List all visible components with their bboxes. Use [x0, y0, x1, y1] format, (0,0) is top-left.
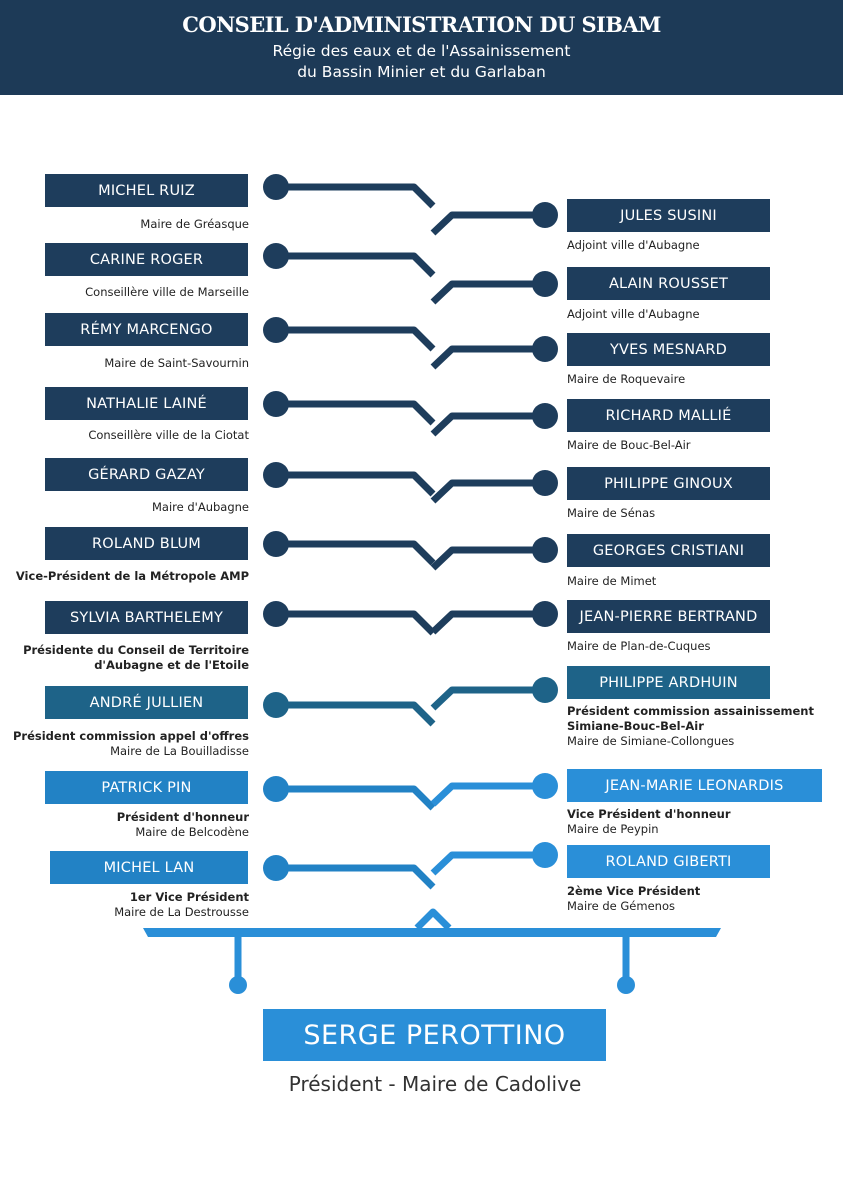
member-name-box: MICHEL LAN — [50, 851, 248, 884]
branch-connector — [430, 610, 545, 635]
branch-connector — [276, 701, 436, 727]
member-name-box: JEAN-MARIE LEONARDIS — [567, 769, 822, 802]
member-name-box: ROLAND BLUM — [45, 527, 248, 560]
base-bar — [143, 928, 721, 937]
branch-node — [532, 773, 558, 799]
branch-node — [532, 202, 558, 228]
branch-connector — [430, 546, 545, 571]
member-role: Vice Président d'honneur Maire de Peypin — [567, 807, 731, 836]
member-name-box: GEORGES CRISTIANI — [567, 534, 770, 567]
member-role: Maire de Sénas — [567, 506, 656, 520]
branch-connector — [276, 540, 436, 566]
branch-connector — [276, 610, 436, 636]
branch-connector — [430, 280, 545, 305]
branch-node — [532, 601, 558, 627]
member-name-box: ROLAND GIBERTI — [567, 845, 770, 878]
member-role: Maire de Saint-Savournin — [104, 356, 249, 370]
branch-node — [532, 271, 558, 297]
member-name-box: RÉMY MARCENGO — [45, 313, 248, 346]
member-name-box: SYLVIA BARTHELEMY — [45, 601, 248, 634]
branch-node — [263, 462, 289, 488]
branch-node — [532, 470, 558, 496]
member-role: Conseillère ville de Marseille — [85, 285, 249, 299]
member-role: Conseillère ville de la Ciotat — [88, 428, 249, 442]
branch-node — [532, 403, 558, 429]
member-role: Maire de Mimet — [567, 574, 657, 588]
branch-node — [263, 855, 289, 881]
member-name-box: NATHALIE LAINÉ — [45, 387, 248, 420]
page-title: CONSEIL D'ADMINISTRATION DU SIBAM — [182, 12, 661, 37]
member-role: Président d'honneur Maire de Belcodène — [116, 810, 249, 839]
member-name-box: ANDRÉ JULLIEN — [45, 686, 248, 719]
branch-connector — [430, 345, 545, 370]
branch-node — [263, 243, 289, 269]
base-node-left — [229, 976, 247, 994]
branch-connector — [430, 479, 545, 504]
branch-connector — [276, 471, 436, 497]
president-role: Président - Maire de Cadolive — [288, 1072, 582, 1096]
branch-connector — [430, 851, 545, 876]
member-role: Présidente du Conseil de Territoire d'Au… — [23, 643, 249, 672]
member-role: Président commission appel d'offres Mair… — [12, 729, 249, 758]
member-role: Maire de Gréasque — [140, 217, 249, 231]
branch-connector — [276, 400, 436, 426]
member-name-box: ALAIN ROUSSET — [567, 267, 770, 300]
branch-connector — [276, 183, 436, 209]
member-role: Adjoint ville d'Aubagne — [567, 307, 700, 321]
member-name-box: RICHARD MALLIÉ — [567, 399, 770, 432]
page-subtitle-line1: Régie des eaux et de l'Assainissement — [272, 42, 571, 60]
branch-connector — [276, 326, 436, 352]
base-node-right — [617, 976, 635, 994]
member-name-box: PHILIPPE GINOUX — [567, 467, 770, 500]
branch-node — [263, 776, 289, 802]
member-role: Maire de Bouc-Bel-Air — [567, 438, 691, 452]
member-name-box: JEAN-PIERRE BERTRAND — [567, 600, 770, 633]
header-banner: CONSEIL D'ADMINISTRATION DU SIBAM Régie … — [0, 0, 843, 95]
member-name-box: CARINE ROGER — [45, 243, 248, 276]
branch-node — [263, 531, 289, 557]
member-role: Président commission assainissement Simi… — [567, 704, 814, 748]
branch-connector — [276, 864, 436, 890]
tree-branches — [263, 174, 558, 931]
member-name-box: PHILIPPE ARDHUIN — [567, 666, 770, 699]
branch-node — [263, 174, 289, 200]
branch-connector — [430, 782, 545, 807]
branch-connector — [430, 412, 545, 437]
member-name-box: PATRICK PIN — [45, 771, 248, 804]
member-role: Maire de Plan-de-Cuques — [567, 639, 711, 653]
branch-node — [532, 336, 558, 362]
branch-node — [532, 842, 558, 868]
branch-connector — [430, 686, 545, 711]
member-role: 2ème Vice Président Maire de Gémenos — [567, 884, 701, 913]
branch-connector — [276, 252, 436, 278]
branch-node — [263, 601, 289, 627]
branch-connector — [276, 785, 436, 811]
member-name-box: JULES SUSINI — [567, 199, 770, 232]
branch-node — [263, 317, 289, 343]
branch-node — [532, 537, 558, 563]
member-name-box: MICHEL RUIZ — [45, 174, 248, 207]
branch-connector — [430, 211, 545, 236]
branch-node — [263, 391, 289, 417]
member-role: Maire de Roquevaire — [567, 372, 686, 386]
member-name-box: GÉRARD GAZAY — [45, 458, 248, 491]
president-name-box: SERGE PEROTTINO — [263, 1009, 606, 1061]
member-role: Vice-Président de la Métropole AMP — [15, 569, 249, 583]
member-name-box: YVES MESNARD — [567, 333, 770, 366]
member-role: Maire d'Aubagne — [152, 500, 249, 514]
page-subtitle-line2: du Bassin Minier et du Garlaban — [297, 63, 546, 81]
member-role: 1er Vice Président Maire de La Destrouss… — [114, 890, 249, 919]
branch-node — [532, 677, 558, 703]
base-split — [414, 908, 452, 931]
branch-node — [263, 692, 289, 718]
member-role: Adjoint ville d'Aubagne — [567, 238, 700, 252]
